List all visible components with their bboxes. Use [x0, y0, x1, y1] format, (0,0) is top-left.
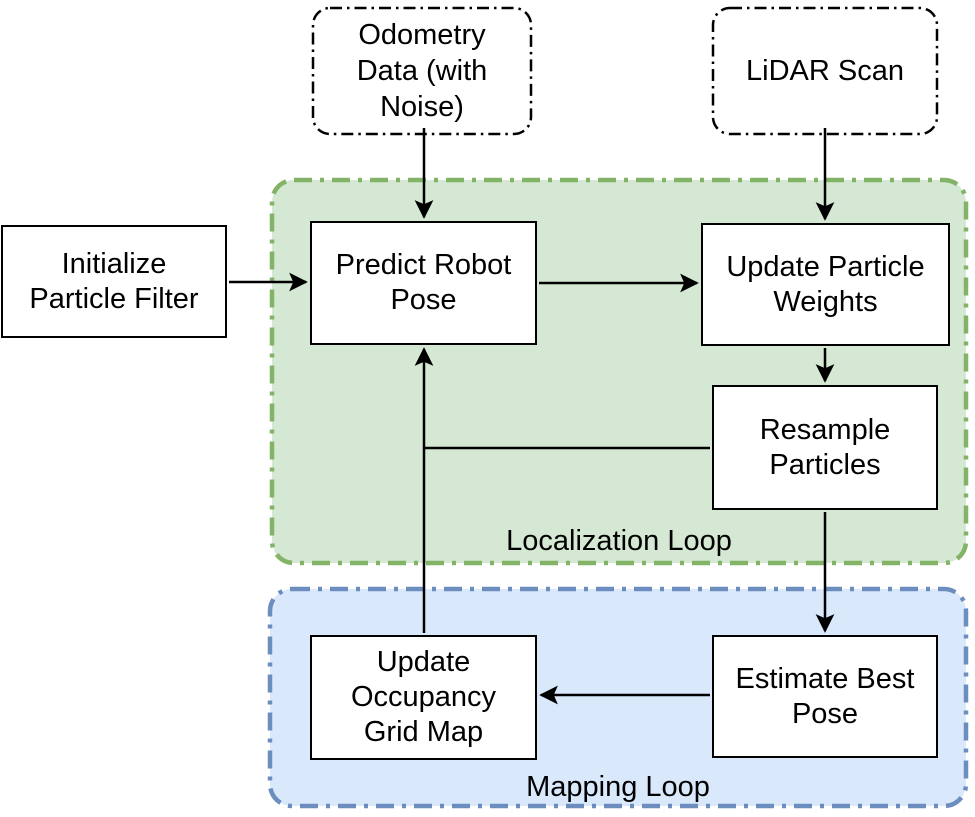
node-odometry-data-label: Odometry Data (with Noise) [356, 18, 488, 124]
node-initialize-particle-filter: Initialize Particle Filter [1, 225, 227, 338]
localization-loop-label: Localization Loop [506, 525, 732, 557]
node-estimate-best-pose: Estimate Best Pose [712, 635, 938, 758]
lidar-source-box [711, 6, 939, 136]
mapping-loop-label: Mapping Loop [526, 771, 710, 803]
odometry-source-box [311, 6, 533, 136]
node-update-particle-weights: Update Particle Weights [701, 223, 950, 346]
node-update-occupancy-grid-map: Update Occupancy Grid Map [310, 635, 537, 760]
node-lidar-scan-label: LiDAR Scan [746, 54, 904, 87]
node-resample-particles: Resample Particles [712, 385, 938, 510]
node-predict-robot-pose: Predict Robot Pose [310, 221, 537, 345]
